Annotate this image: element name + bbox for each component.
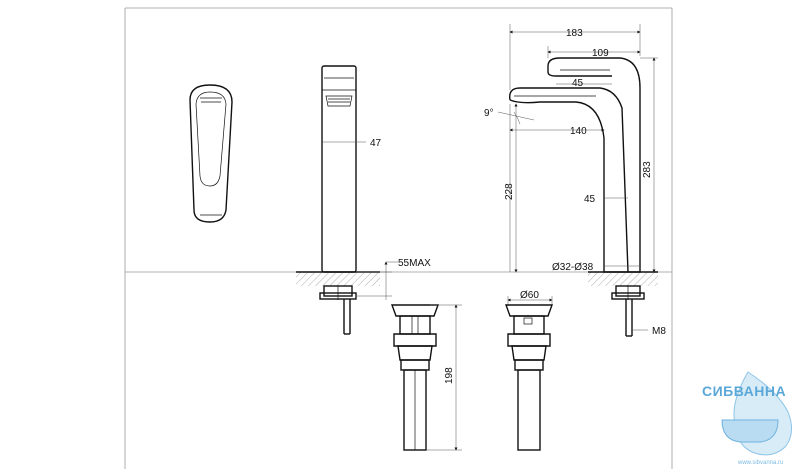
dim-overall-height: 283 [642, 161, 653, 178]
watermark-brand: СИБВАННА [702, 383, 786, 399]
sibvanna-watermark: СИБВАННА www.sibvanna.ru [702, 371, 792, 466]
dim-thread: M8 [652, 326, 666, 337]
dim-body-angle: 45 [584, 194, 596, 205]
faucet-side-view [296, 65, 380, 335]
dim-handle-angle: 45 [572, 78, 584, 89]
watermark-url: www.sibvanna.ru [737, 460, 783, 466]
dim-drain-diameter: Ø60 [520, 290, 539, 301]
dim-spout-height: 228 [504, 183, 515, 200]
dim-spout-tilt: 9° [484, 108, 494, 119]
drawing-frame [124, 7, 673, 469]
dim-overall-width: 183 [566, 28, 583, 39]
drain-max-callout [356, 261, 398, 300]
drain-side-view [391, 304, 462, 451]
dim-handle-width: 109 [592, 48, 609, 59]
dim-drain-length: 198 [444, 367, 455, 384]
handle-front-view [189, 84, 233, 223]
dim-spout-length: 140 [570, 126, 587, 137]
dim-hole-diameter: Ø32-Ø38 [552, 262, 594, 273]
faucet-front-view [497, 24, 658, 337]
dim-spout-depth: 47 [370, 138, 382, 149]
bathtub-icon [721, 419, 779, 443]
drain-front-view [505, 296, 553, 451]
dim-drain-max: 55MAX [398, 258, 431, 269]
